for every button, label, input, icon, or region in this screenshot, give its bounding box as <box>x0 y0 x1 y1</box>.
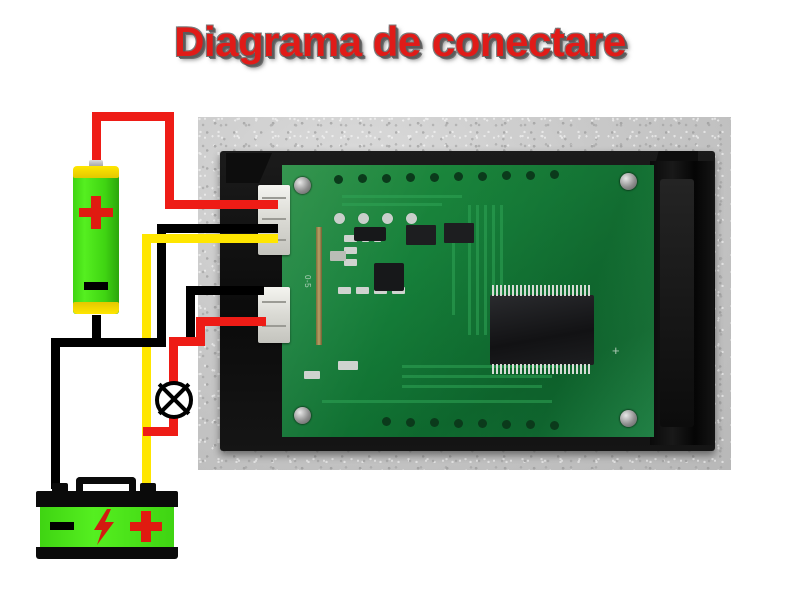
module-side-slot <box>650 161 714 445</box>
connector-3pin <box>258 185 290 255</box>
car-battery-top <box>36 491 178 507</box>
solder-seam <box>316 227 322 345</box>
wire-black-load-seg-h2 <box>186 286 264 295</box>
silkscreen-label: 0-5 <box>303 275 312 289</box>
wire-red-supply-seg-v1 <box>92 112 101 162</box>
battery-body <box>73 168 119 314</box>
wire-red-supply-seg-h2 <box>165 200 278 209</box>
lamp-icon <box>155 381 193 419</box>
battery-cap-top <box>73 166 119 178</box>
battery-plus-icon-stem <box>91 196 101 229</box>
wire-red-supply-seg-v2 <box>165 112 174 205</box>
car-battery-handle <box>76 477 136 493</box>
wire-yellow-sense-seg-h1 <box>142 234 278 243</box>
wire-red-load-seg-h1 <box>196 317 266 326</box>
wire-black-supply-seg-v1 <box>92 315 101 347</box>
battery-minus-icon <box>84 282 108 290</box>
page-title: Diagrama de conectare <box>174 18 626 65</box>
wire-black-load-seg-v1 <box>51 345 60 489</box>
wire-red-supply-seg-h1 <box>92 112 174 121</box>
car-battery-bottom <box>36 547 178 559</box>
screw-bottom-left <box>294 407 311 424</box>
aa-plus-lead <box>92 152 101 166</box>
connector-2pin <box>258 287 290 343</box>
wire-red-load-seg-v2 <box>169 337 178 385</box>
car-battery-plus-icon-stem <box>141 511 151 542</box>
battery-cap-bottom <box>73 302 119 314</box>
wire-black-load-seg-v2 <box>186 286 195 339</box>
printed-circuit-board: 0-5 + <box>282 165 654 437</box>
screw-bottom-right <box>620 410 637 427</box>
wire-yellow-sense-seg-v1 <box>142 234 151 488</box>
car-battery <box>36 477 178 561</box>
silkscreen-plus: + <box>612 343 621 358</box>
wire-black-load-seg-h1 <box>51 338 166 347</box>
wire-red-load-seg-v3 <box>169 410 178 432</box>
meter-module-photo: 0-5 + <box>198 117 731 470</box>
car-battery-minus-icon <box>50 522 74 530</box>
slot-rail <box>660 179 694 427</box>
lightning-bolt-icon <box>91 509 117 545</box>
screw-top-right <box>620 173 637 190</box>
wire-red-load-seg-h3 <box>143 427 178 436</box>
aa-battery <box>73 160 119 320</box>
wire-black-supply-seg-v2 <box>157 224 166 347</box>
wire-black-supply-seg-h2 <box>157 224 278 233</box>
battery-terminal-nub <box>89 160 103 169</box>
wire-red-load-seg-v1 <box>196 317 205 342</box>
screw-top-left <box>294 177 311 194</box>
wire-red-load-seg-h2 <box>169 337 205 346</box>
driver-ic <box>490 295 594 365</box>
